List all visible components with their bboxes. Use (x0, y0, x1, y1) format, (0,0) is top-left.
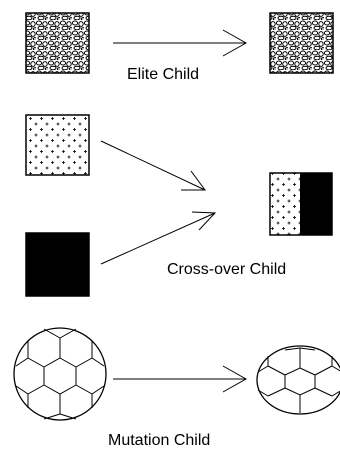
crossover-child-label: Cross-over Child (167, 261, 286, 278)
elite-parent-square (25, 12, 90, 74)
mutation-parent-ball (13, 327, 107, 421)
elite-child-square (269, 12, 334, 74)
mutation-child-ball (256, 345, 340, 415)
crossover-child-rectangle (269, 172, 333, 236)
crossover-parent-b-square (25, 232, 90, 297)
crossover-arrow-bottom (100, 211, 217, 265)
crossover-parent-a-square (25, 114, 90, 176)
mutation-arrow (113, 365, 248, 393)
crossover-arrow-top (100, 140, 206, 191)
elite-child-label: Elite Child (127, 66, 199, 83)
mutation-child-label: Mutation Child (108, 432, 210, 449)
elite-arrow (113, 29, 248, 57)
